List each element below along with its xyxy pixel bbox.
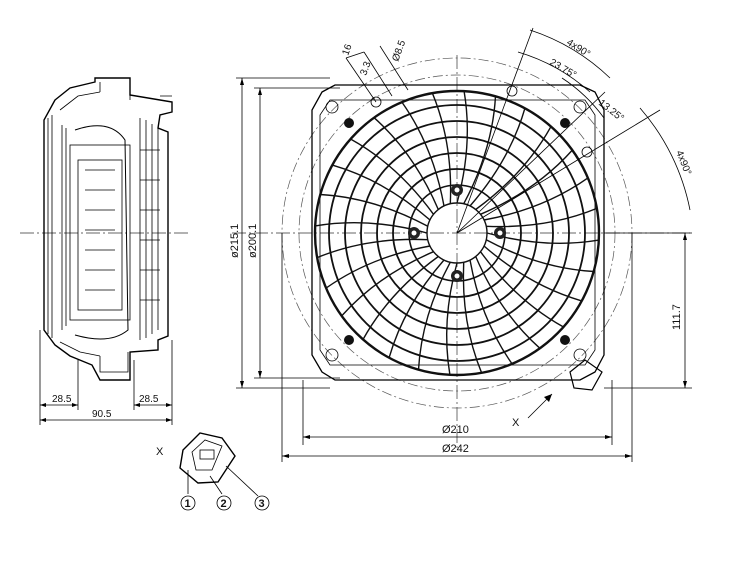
grille-rib [485,239,594,273]
dim-diagonal-200: ø200.1 [247,224,259,258]
grille-rib [373,117,439,210]
grille-rib [401,101,445,207]
grille-rib [475,126,552,211]
dim-3-3: 3.3 [358,60,373,77]
grille-rib [483,177,589,221]
dim-16: 16 [340,42,354,57]
pin-2-label: 2 [221,498,227,510]
dim-flange-right: 28.5 [139,394,159,405]
pin-1-label: 1 [185,498,191,510]
pin-2-callout [216,495,232,511]
grille-rib [341,251,434,317]
grille-rib [320,193,429,227]
pin-3-label: 3 [259,498,265,510]
grille-rib [332,164,431,221]
angle-4x90-right: 4x90° [673,149,693,177]
dim-diameter-210: Ø210 [442,424,469,436]
hub-screws [408,184,506,282]
grille [313,89,601,377]
grille-rib [469,259,513,365]
pin-3-callout [254,495,270,511]
side-view: 28.5 28.5 90.5 [20,77,190,425]
view-arrow-x-label: X [512,417,520,429]
grille-rib [462,262,483,374]
pin-1-callout [180,495,196,511]
mounting-holes [325,85,593,362]
connector-detail: X 1 2 3 [156,432,270,511]
grille-rib [483,245,582,302]
dim-diameter-242: Ø242 [442,443,469,455]
grille-rib [325,245,431,289]
grille-rib [475,256,541,349]
angle-13-25: 13.25° [596,98,626,125]
dim-flange-left: 28.5 [52,394,72,405]
front-view: ø215.1 ø200.1 111.7 Ø210 Ø242 X 16 3.3 Ø… [229,27,693,462]
angle-23-75: 23.75° [548,57,579,81]
dim-height-111: 111.7 [671,304,683,330]
grille-rib [486,207,598,228]
grille-rib [417,261,451,370]
grille-rib [388,259,445,358]
grille-rib [463,96,497,205]
grille-rib [316,238,428,259]
grille-rib [469,108,526,207]
grille-rib [431,92,452,204]
dim-hole-diameter: Ø8.5 [390,38,408,63]
dim-overall-width: 90.5 [92,409,112,420]
angle-4x90-top: 4x90° [564,37,592,60]
grille-rib [362,255,439,340]
dim-diagonal-215: ø215.1 [229,224,241,258]
grille-rib [480,149,573,215]
connector-view-label: X [156,446,164,458]
grille-rib [350,138,435,215]
grille-rib [479,251,564,328]
